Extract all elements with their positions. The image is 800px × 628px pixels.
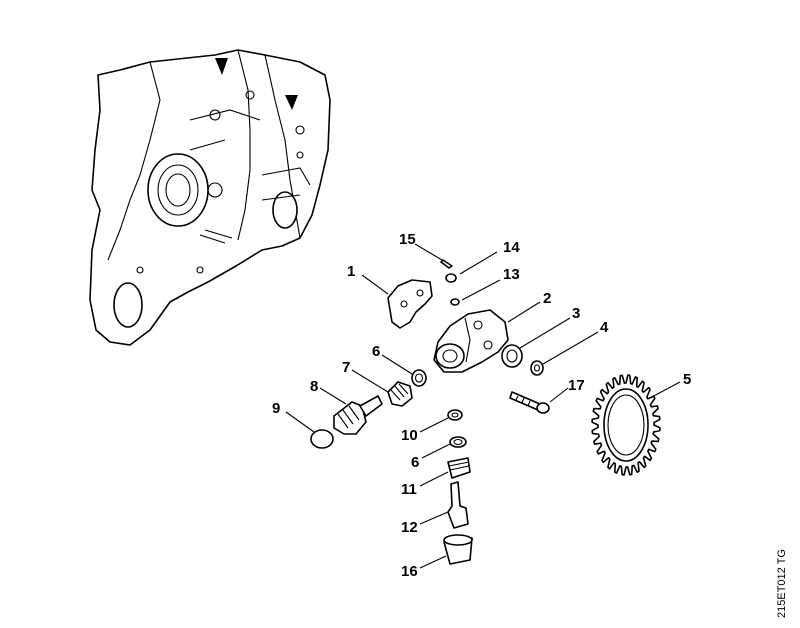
leader-15: [414, 243, 443, 261]
part-17-screw: [509, 391, 550, 414]
leader-9: [285, 411, 315, 433]
part-5-worm-gear: [591, 374, 661, 476]
part-11-sleeve: [447, 457, 471, 479]
part-label-1: 1: [347, 263, 355, 280]
part-label-13: 13: [503, 266, 520, 283]
part-label-12: 12: [401, 519, 418, 536]
leader-10: [419, 417, 449, 433]
leader-17: [549, 387, 569, 403]
part-3-seal-ring: [501, 344, 523, 368]
part-12-pump-piston: [447, 481, 469, 529]
leader-6a: [381, 354, 413, 375]
part-15-pin: [440, 259, 453, 269]
leader-6b: [421, 443, 451, 459]
part-6-snap-ring-upper: [411, 369, 427, 387]
part-7-spring: [387, 381, 413, 407]
leader-5: [649, 381, 681, 399]
part-label-4: 4: [600, 319, 609, 336]
part-label-3: 3: [572, 305, 580, 322]
leader-2: [507, 301, 541, 323]
part-label-2: 2: [543, 290, 551, 307]
part-label-14: 14: [503, 239, 520, 256]
part-2-oil-pump-housing: [433, 309, 509, 373]
part-label-17: 17: [568, 377, 585, 394]
leader-16: [419, 555, 447, 569]
leader-1: [361, 274, 389, 295]
part-14-washer: [445, 273, 457, 283]
part-label-6-lower: 6: [411, 454, 419, 471]
part-16-cup: [443, 534, 473, 565]
part-9-plug: [310, 429, 334, 449]
leader-12: [419, 511, 449, 525]
leader-8: [319, 387, 347, 405]
part-4-washer: [530, 360, 544, 376]
part-10-o-ring: [447, 409, 463, 421]
part-label-7: 7: [342, 359, 350, 376]
leader-7: [351, 369, 389, 393]
leader-11: [419, 471, 449, 487]
leader-3: [519, 317, 571, 349]
leader-14: [459, 251, 498, 275]
part-number-labels: 1 2 3 4 5 6 6 7 8 9 10 11 12 13 14 15 16…: [272, 231, 691, 580]
part-13-small-o-ring: [450, 298, 460, 306]
part-label-5: 5: [683, 371, 691, 388]
part-label-11: 11: [401, 481, 417, 498]
part-label-16: 16: [401, 563, 418, 580]
leader-lines: [285, 243, 681, 569]
crankcase-housing: [89, 49, 331, 346]
part-label-15: 15: [399, 231, 416, 248]
part-label-9: 9: [272, 400, 280, 417]
part-8-adjusting-bolt: [333, 395, 383, 435]
part-label-8: 8: [310, 378, 318, 395]
drawing-reference-code: 215ET012 TG: [776, 549, 788, 618]
part-label-6-upper: 6: [372, 343, 380, 360]
leader-13: [461, 279, 501, 301]
part-label-10: 10: [401, 427, 418, 444]
leader-4: [542, 331, 599, 365]
part-6-snap-ring-lower: [449, 436, 467, 448]
part-1-bracket: [387, 279, 433, 329]
